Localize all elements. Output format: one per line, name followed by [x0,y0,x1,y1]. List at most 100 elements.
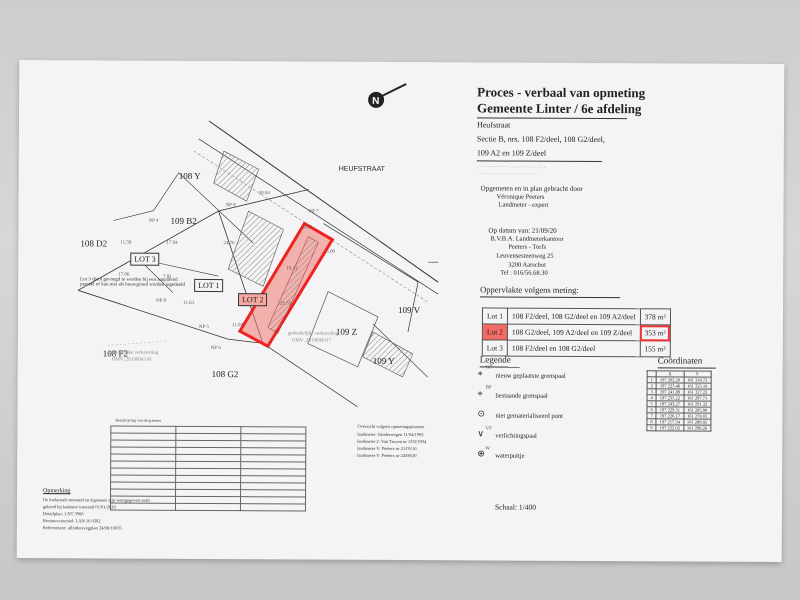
measured-by: Opgemeten en in plan gebracht door [480,184,583,193]
cell: 197 243.27 [656,400,684,407]
survey-history-item: landmeter: Vanderwegen 11/04/1992 [357,431,424,438]
company-city: 3200 Aarschot [508,261,546,269]
desc-cell: 108 F2/deel, 108 G2/deel en 109 A2/deel [507,308,641,325]
dimension-label: 24.76 [223,241,235,247]
area-table: Lot 1 108 F2/deel, 108 G2/deel en 109 A2… [482,307,671,357]
cell: 197 222.02 [656,424,684,431]
parcel-refs: Sectie B, nrs. 108 F2/deel, 108 G2/deel, [476,134,605,145]
area-heading: Oppervlakte volgens meting: [480,284,579,295]
area-cell: 353 m² [639,324,671,341]
point-label: NP 7 [308,209,319,215]
cell: 161 327.22 [683,388,711,396]
annotation: gedeeltelijke verkaveling [107,350,159,356]
company-phone: Tel : 016/56.68.30 [500,269,548,277]
cell: 161 289.85 [683,418,711,426]
survey-date: Op datum van: 21/09/20 [488,226,557,235]
desc-cell: 108 G2/deel, 109 A2/deel en 109 Z/deel [507,324,641,341]
surveyor-name: Véronique Peeters [496,193,545,201]
cell: 161 291.32 [683,400,711,408]
coordinates-heading: Coördinaten [657,355,703,366]
dimension-label: 9.95 [303,225,313,231]
survey-history-item: landmeter V: Peeters nr 21/05/16 [357,445,417,452]
dimension-label: 19.31 [286,266,298,272]
dimension-label: 21.53 [280,301,292,307]
cell: 197 235.22 [656,394,684,401]
site-plan-drawing: N [77,83,439,408]
lot-label: LOT 3 [130,252,160,266]
parcel-label: 109 Y [372,355,395,366]
table-row [110,502,306,512]
scale-label: Schaal: 1/400 [494,502,537,512]
dimension-label: 11.04 [231,323,244,329]
survey-history-item: landmeter 2: Van Troyen nr 1/03/1994 [357,438,427,445]
remark-line: De kadastrale toestand en eigenaars zijn… [42,497,151,503]
table-row: Lot 1 108 F2/deel, 108 G2/deel en 109 A2… [482,307,671,325]
dimension-label: 30.94 [258,191,270,197]
water-well-icon: ⊕ [477,448,485,459]
legend-label: niet gematerialiseerd punt [495,412,563,420]
remarks-heading: Opmerking [43,488,71,495]
annotation: gedeeltelijke verkaveling [287,331,339,337]
company-name: B.V.B.A. Landmeterkantoor [490,235,564,243]
legend-label: nieuw geplaatste grenspaal [495,372,566,380]
lot-cell: Lot 1 [482,307,508,325]
lot3-note: Lot 3 dient gevoegd te worden bij een aa… [80,277,185,288]
dimension-label: 11.50 [120,240,132,246]
parcel-label: 109 B2 [170,215,197,226]
remark-line: gekend bij kadaster toestand 01/01/2020 [42,504,116,510]
point-label: NP 5 [198,324,209,330]
street-name: Heufstraat [476,120,511,130]
legend-tag: W [485,446,491,452]
dimension-label: 17.94 [166,240,178,246]
remark-line: Referentienr: aflindersvegplan 24/08/100… [42,525,122,531]
unmarked-point-icon: ⊙ [477,408,486,419]
cell: 197 217.34 [656,418,684,425]
legend-label: bestaande grenspaal [495,392,548,400]
remark-line: Bestuursvoorstel: LAN 16 0302 [42,518,101,524]
cell: 161 297.71 [683,394,711,402]
point-label: NP 9 [225,203,236,209]
cell: 9 [646,424,657,431]
lot-label: LOT 1 [194,278,224,293]
parcel-label: 109 Z [335,326,358,337]
point-label: NP 8 [156,298,167,304]
surveyor-title: Landmeter - expert [498,201,549,209]
area-cell: 378 m² [640,308,671,325]
cell: 197 241.89 [656,388,684,395]
legend-tag: NP [485,365,493,371]
legend-heading: Legende [479,354,511,365]
dimension-label: 5.00 [326,249,336,255]
parcel-label: 108 Y [178,170,201,181]
boundary-table-heading: Beschrijving van de grenzen [115,417,162,423]
cell: 161 298.26 [683,424,711,432]
lot-label: LOT 2 [238,293,268,307]
document-subtitle: Gemeente Linter / 6e afdeling [477,100,642,117]
point-label: NP 4 [148,218,159,224]
document-title: Proces - verbaal van opmeting [477,84,646,101]
cell: 197 223.46 [656,382,684,389]
survey-history-heading: Overzicht volgens opmetingsplannen [357,423,425,430]
cell: 197 226.17 [656,412,684,419]
annotation: OMV_2019094318 [111,357,151,363]
cell: 197 229.31 [656,406,684,413]
annotation: OMV_2019098317 [291,338,332,344]
legend-tag: VP [485,426,492,432]
svg-text:N: N [372,96,379,107]
table-row: Lot 2 108 G2/deel, 109 A2/deel en 109 Z/… [482,323,671,341]
cell: 161 285.96 [683,406,711,414]
cell: 197 202.20 [656,376,684,383]
lamp-post-icon: ∨ [477,428,484,439]
parcel-refs: 109 A2 en 109 Z/deel [476,148,547,158]
parcel-label: 109 V [397,304,421,316]
cell: 161 318.73 [683,376,711,384]
legend-label: verlichtingspaal [495,432,537,440]
legend-label: waterpuitje [495,452,525,460]
remark-line: Detailplan: 1.NT 3906 [42,511,84,517]
cell: 161 323.16 [683,382,711,390]
point-label: NP 6 [210,346,221,352]
fine-print: · · · · · · · · · · · · · · · · · · · · … [476,165,546,171]
desc-cell: 108 F2/deel en 108 G2/deel [507,340,640,357]
company-address: Leuvensesteenweg 25 [496,252,554,260]
parcel-label: 108 D2 [80,238,108,249]
